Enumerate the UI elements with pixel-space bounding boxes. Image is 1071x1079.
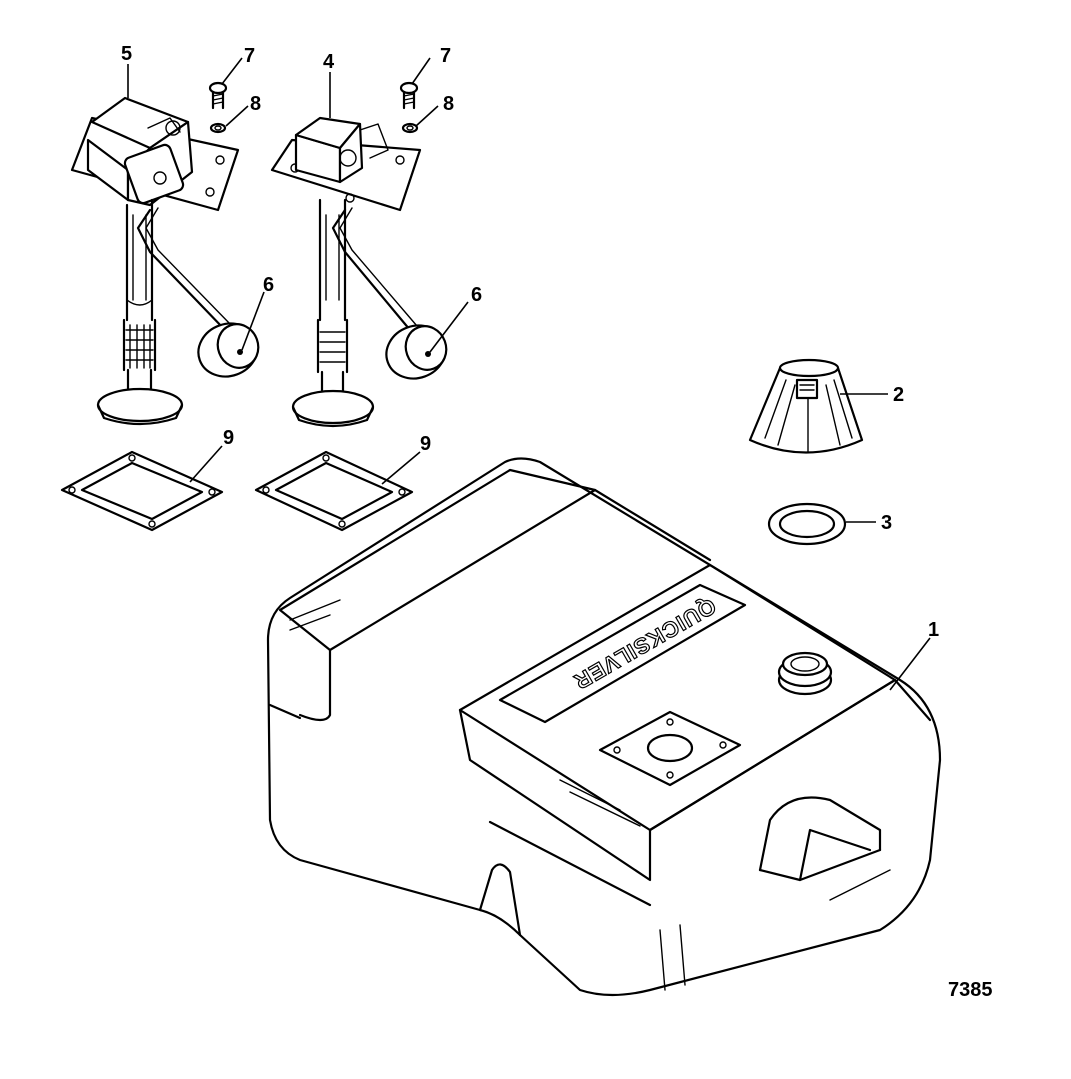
gasket-9-left xyxy=(60,450,224,532)
callout-5: 5 xyxy=(121,43,132,65)
callout-2: 2 xyxy=(893,384,904,406)
callout-7: 7 xyxy=(440,45,451,67)
fuel-cap-2 xyxy=(748,358,864,454)
callout-4: 4 xyxy=(323,51,335,73)
fuel-sender-4 xyxy=(270,116,448,428)
callout-9: 9 xyxy=(223,427,234,449)
leader-lines xyxy=(127,57,931,691)
screw-7-left xyxy=(208,81,228,110)
callout-6: 6 xyxy=(471,284,482,306)
gasket-9-right xyxy=(254,450,414,532)
callout-8: 8 xyxy=(250,93,261,115)
callout-6: 6 xyxy=(263,274,274,296)
callout-labels: 5 7 8 4 7 8 6 6 2 9 9 3 1 xyxy=(121,43,939,641)
callout-8: 8 xyxy=(443,93,454,115)
callout-7: 7 xyxy=(244,45,255,67)
figure-number: 7385 xyxy=(948,979,993,1001)
washer-8-left xyxy=(209,122,227,134)
callout-1: 1 xyxy=(928,619,939,641)
callout-9: 9 xyxy=(420,433,431,455)
screw-7-right xyxy=(399,81,419,110)
fuel-sender-5 xyxy=(70,96,260,426)
washer-8-right xyxy=(401,122,419,134)
o-ring-3 xyxy=(767,502,847,546)
fuel-tank-1: QUICKSILVER xyxy=(266,457,942,997)
callout-3: 3 xyxy=(881,512,892,534)
